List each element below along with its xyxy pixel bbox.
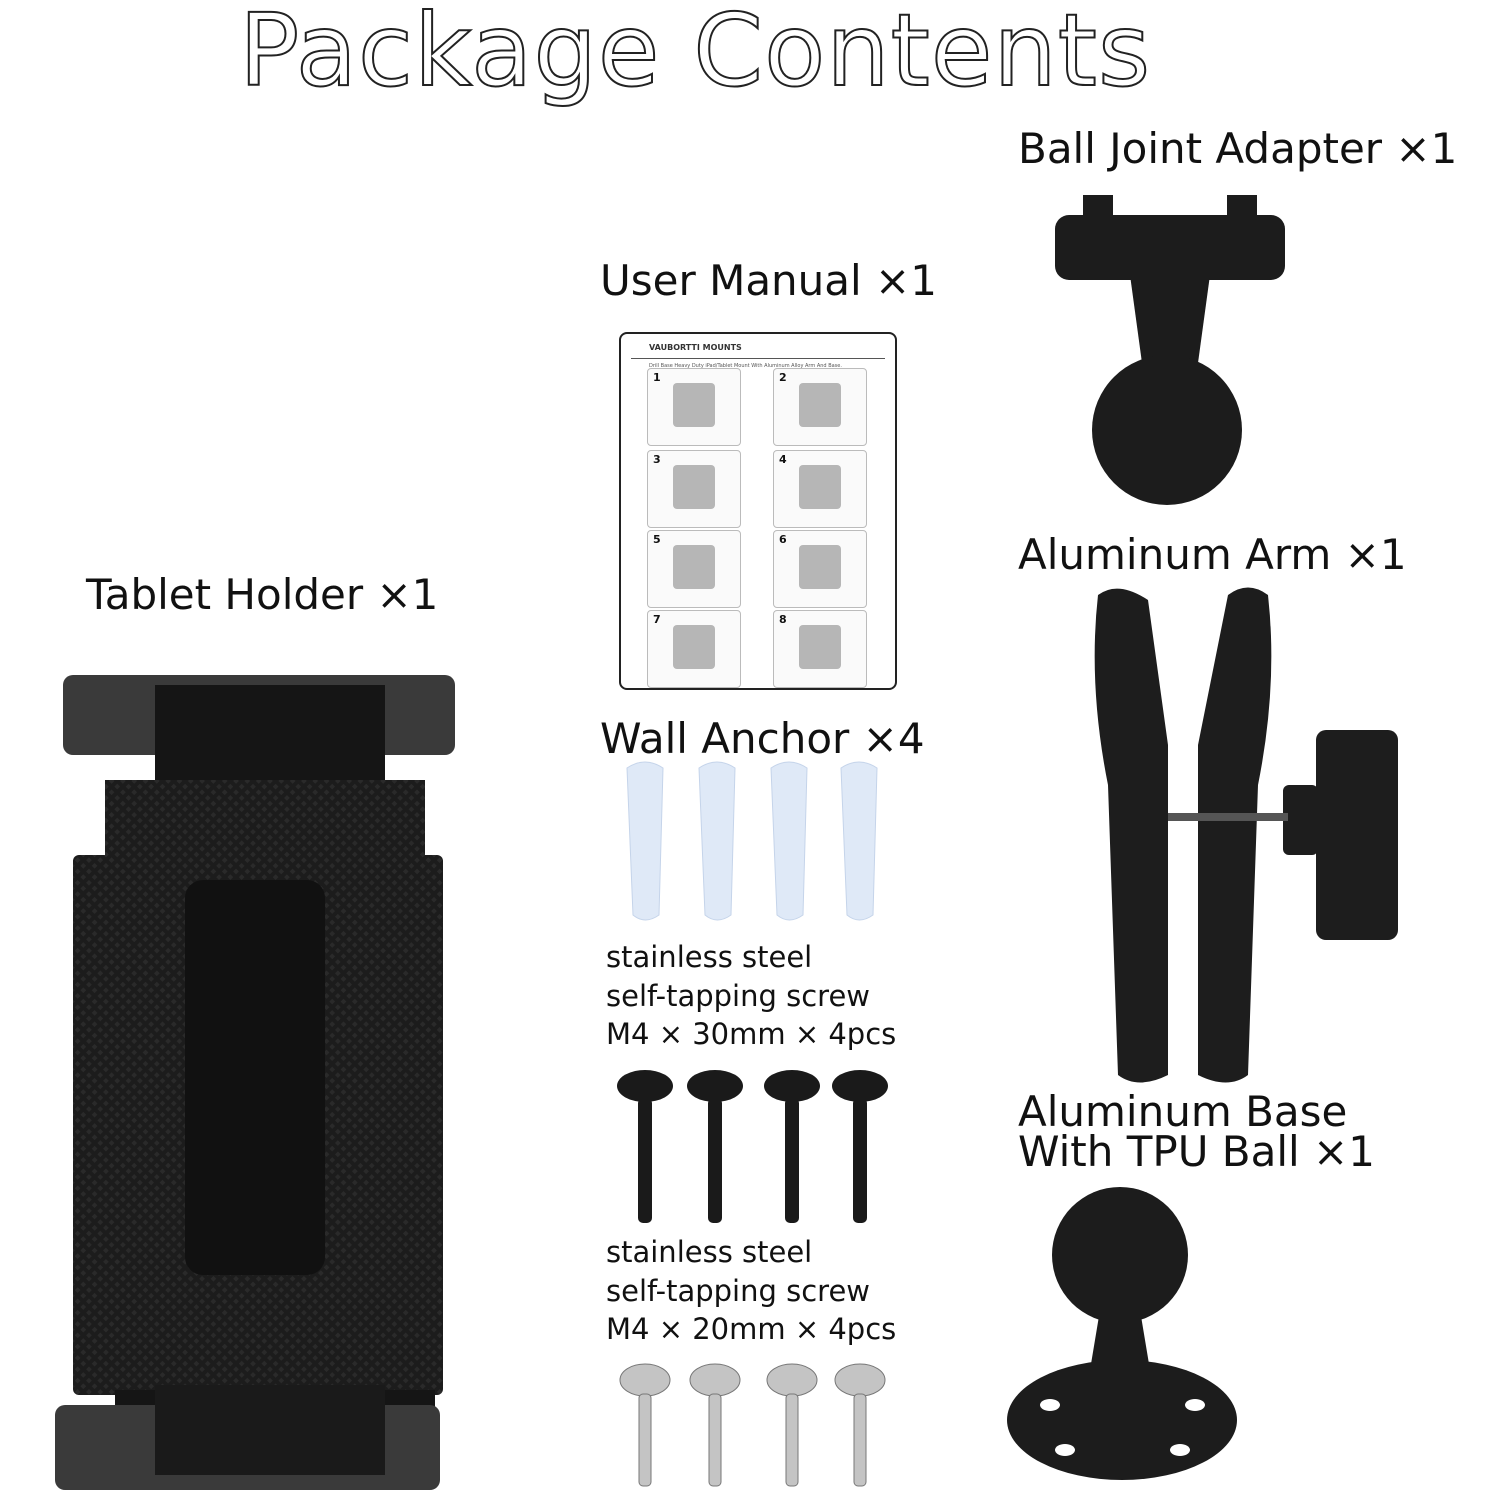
step-number: 8 <box>779 613 787 626</box>
step-number: 4 <box>779 453 787 466</box>
step-illustration <box>673 465 715 509</box>
aluminum-base-line2: With TPU Ball ×1 <box>1018 1127 1375 1176</box>
silver-screw <box>766 1363 818 1487</box>
silver-screws-image <box>619 1363 886 1487</box>
wall-anchor <box>840 761 878 921</box>
aluminum-base-label: Aluminum Base With TPU Ball ×1 <box>1018 1087 1375 1176</box>
step-number: 1 <box>653 371 661 384</box>
base-mount-hole <box>1055 1444 1075 1456</box>
manual-step: 8 <box>773 610 867 688</box>
screw-30-line1: stainless steel <box>606 940 813 974</box>
step-illustration <box>799 625 841 669</box>
step-illustration <box>673 383 715 427</box>
arm-knob <box>1316 730 1398 940</box>
black-screw <box>687 1070 743 1223</box>
user-manual-image: VAUBORTTI MOUNTS Drill Base Heavy Duty i… <box>619 332 897 690</box>
manual-subtitle: Drill Base Heavy Duty iPad/Tablet Mount … <box>649 363 842 369</box>
adapter-ball <box>1092 355 1242 505</box>
base-plate <box>1007 1360 1237 1480</box>
arm-bolt <box>1168 813 1288 821</box>
step-number: 6 <box>779 533 787 546</box>
manual-step: 7 <box>647 610 741 688</box>
manual-step: 1 <box>647 368 741 446</box>
manual-step: 4 <box>773 450 867 528</box>
black-screws-image <box>617 1070 888 1223</box>
screw-20-line3: M4 × 20mm × 4pcs <box>606 1312 897 1346</box>
center-pad <box>185 880 325 1275</box>
step-number: 2 <box>779 371 787 384</box>
ball-joint-adapter-label: Ball Joint Adapter ×1 <box>1018 124 1458 173</box>
silver-screw <box>689 1363 741 1487</box>
screw-30-line2: self-tapping screw <box>606 978 871 1013</box>
wall-anchor <box>698 761 736 921</box>
aluminum-base-line1: Aluminum Base <box>1018 1087 1348 1136</box>
black-screw <box>617 1070 673 1223</box>
step-number: 7 <box>653 613 661 626</box>
base-tpu-ball <box>1052 1187 1188 1323</box>
black-screw <box>764 1070 820 1223</box>
manual-step: 2 <box>773 368 867 446</box>
step-illustration <box>799 545 841 589</box>
step-illustration <box>799 383 841 427</box>
step-illustration <box>799 465 841 509</box>
screw-20-line1: stainless steel <box>606 1235 813 1269</box>
ball-joint-adapter-image <box>1055 195 1285 505</box>
aluminum-base-image <box>1007 1187 1237 1480</box>
manual-brand: VAUBORTTI MOUNTS <box>649 343 742 352</box>
screw-30-line3: M4 × 30mm × 4pcs <box>606 1017 897 1051</box>
screw-30-label: stainless steel self-tapping screw M4 × … <box>606 938 896 1054</box>
black-screw <box>832 1070 888 1223</box>
wall-anchor <box>626 761 664 921</box>
aluminum-arm-label: Aluminum Arm ×1 <box>1018 530 1407 579</box>
manual-step: 6 <box>773 530 867 608</box>
base-mount-hole <box>1170 1444 1190 1456</box>
adapter-plate <box>1055 215 1285 280</box>
arm-right-half <box>1198 587 1272 1083</box>
step-number: 5 <box>653 533 661 546</box>
step-number: 3 <box>653 453 661 466</box>
arm-left-half <box>1094 588 1168 1083</box>
manual-divider <box>631 358 885 359</box>
silver-screw <box>834 1363 886 1487</box>
silver-screw <box>619 1363 671 1487</box>
step-illustration <box>673 625 715 669</box>
screw-20-label: stainless steel self-tapping screw M4 × … <box>606 1233 896 1349</box>
page-title: Package Contents <box>238 0 1152 110</box>
aluminum-arm-image <box>1094 587 1398 1083</box>
manual-step: 5 <box>647 530 741 608</box>
step-illustration <box>673 545 715 589</box>
user-manual-label: User Manual ×1 <box>600 256 937 305</box>
base-mount-hole <box>1185 1399 1205 1411</box>
tablet-holder-image <box>55 675 455 1490</box>
tablet-holder-label: Tablet Holder ×1 <box>86 570 439 619</box>
base-mount-hole <box>1040 1399 1060 1411</box>
wall-anchors-image <box>626 761 878 921</box>
wall-anchor <box>770 761 808 921</box>
manual-step: 3 <box>647 450 741 528</box>
wall-anchor-label: Wall Anchor ×4 <box>600 714 925 763</box>
screw-20-line2: self-tapping screw <box>606 1273 871 1308</box>
